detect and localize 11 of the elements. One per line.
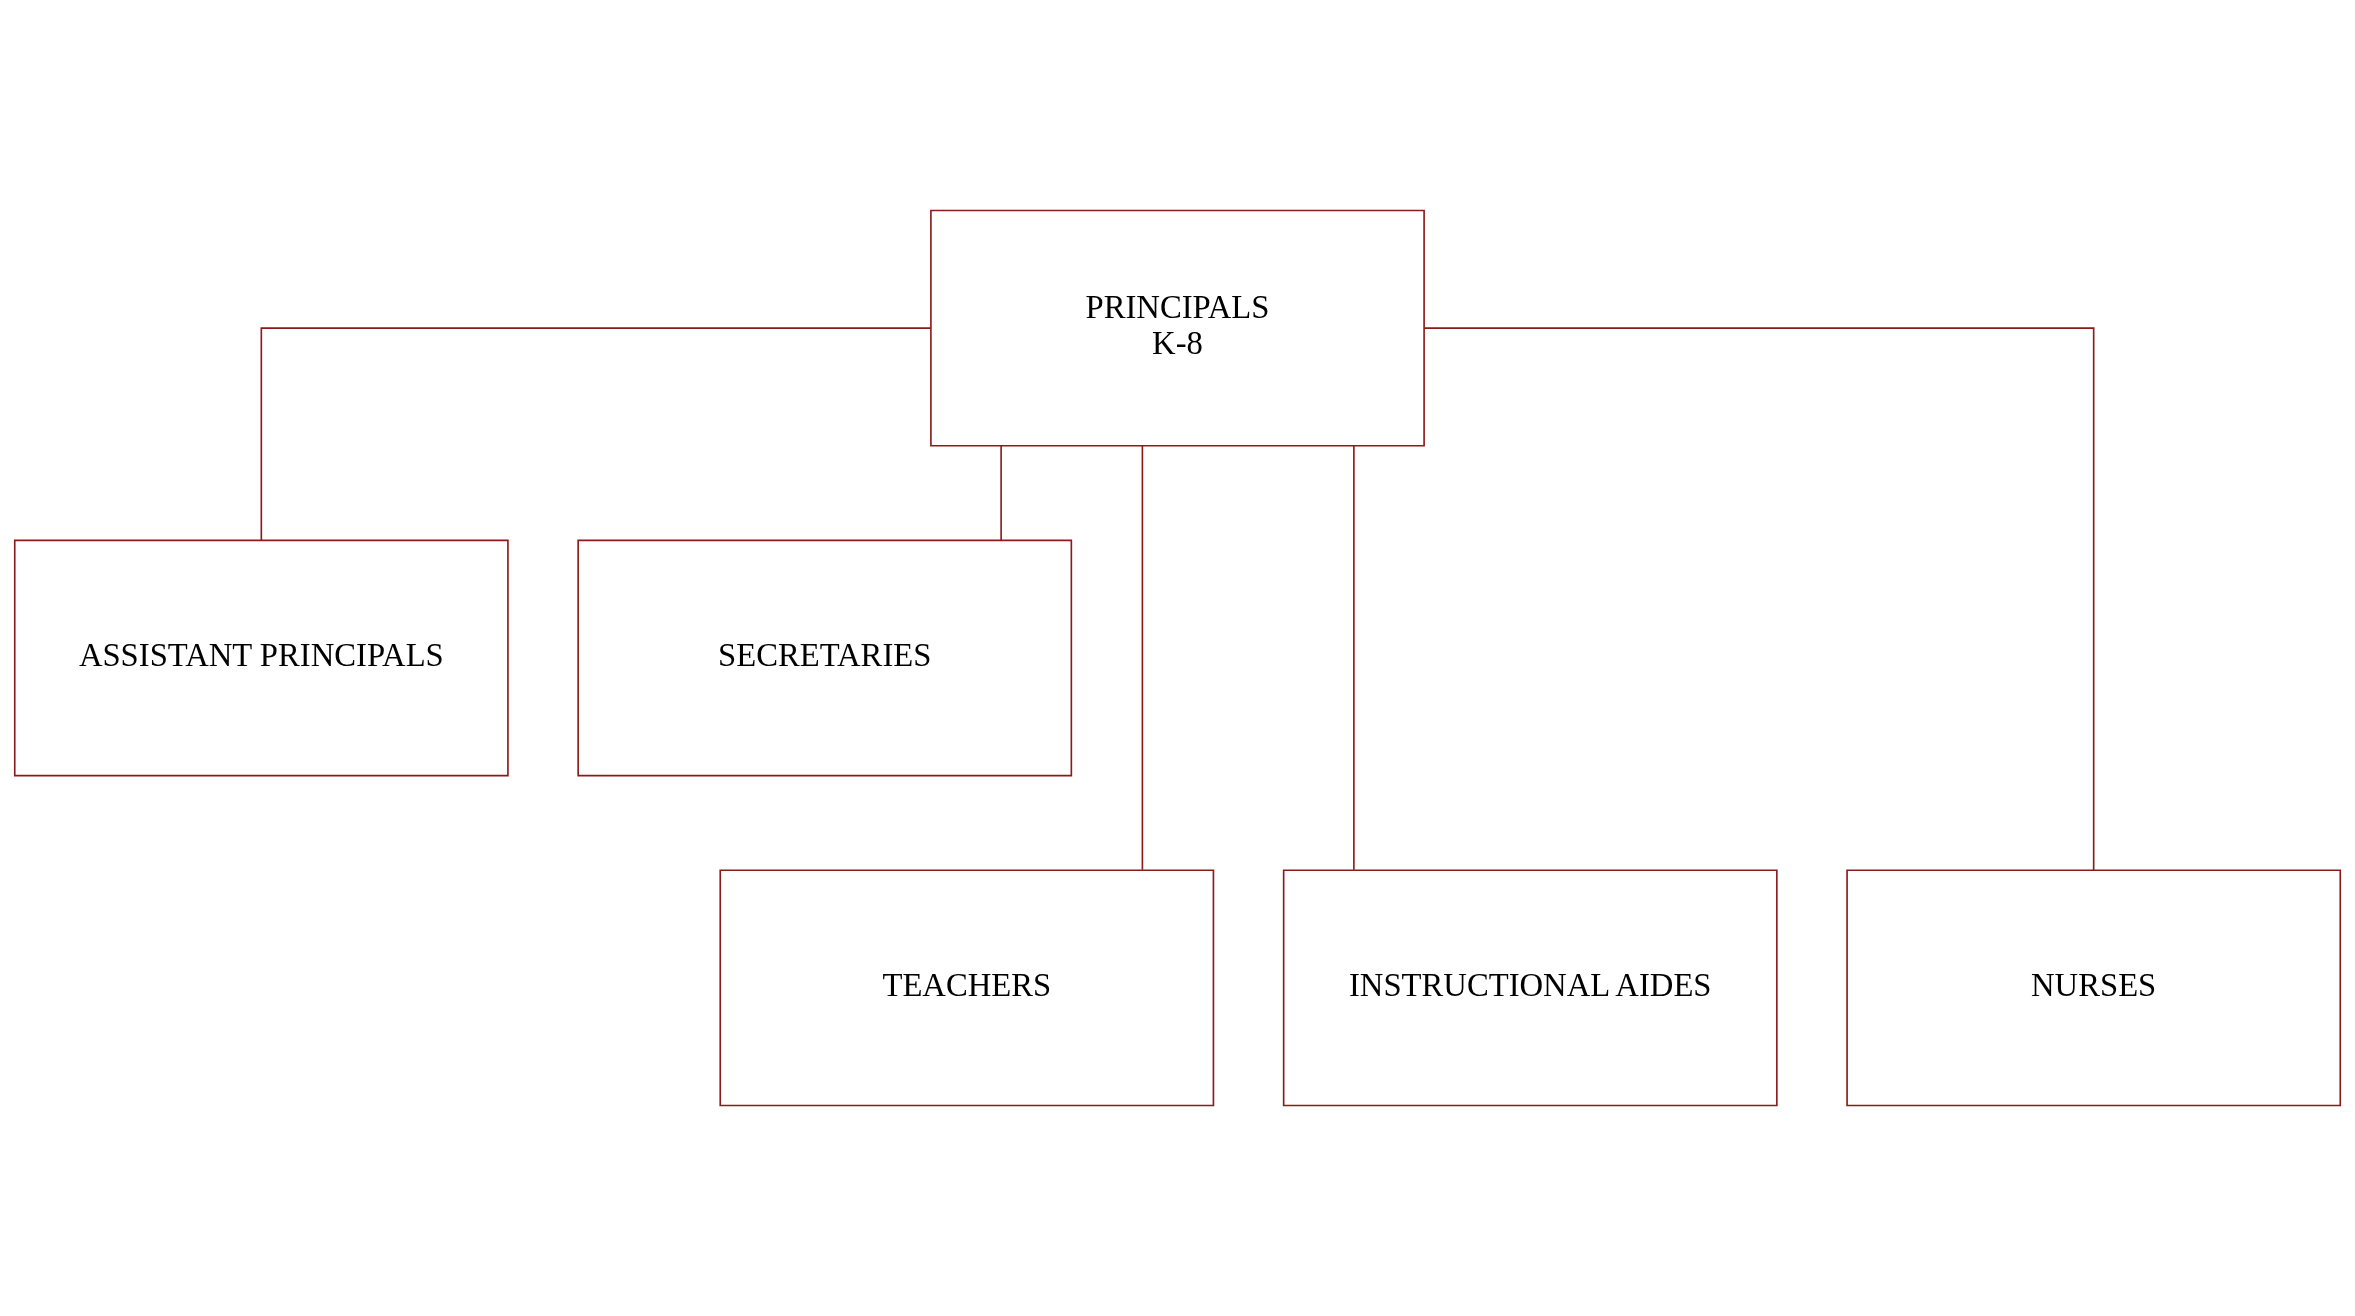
node-box: PRINCIPALS K-8 — [930, 209, 1425, 447]
connector — [1141, 445, 1144, 871]
connector — [1353, 445, 1355, 871]
connector — [260, 327, 932, 542]
node-box: SECRETARIES — [577, 539, 1073, 777]
node-box: TEACHERS — [719, 869, 1215, 1107]
connector — [1000, 445, 1002, 542]
node-box: ASSISTANT PRINCIPALS — [13, 539, 509, 777]
connector — [1423, 327, 2095, 871]
node-box: INSTRUCTIONAL AIDES — [1282, 869, 1778, 1107]
node-box: NURSES — [1846, 869, 2342, 1107]
